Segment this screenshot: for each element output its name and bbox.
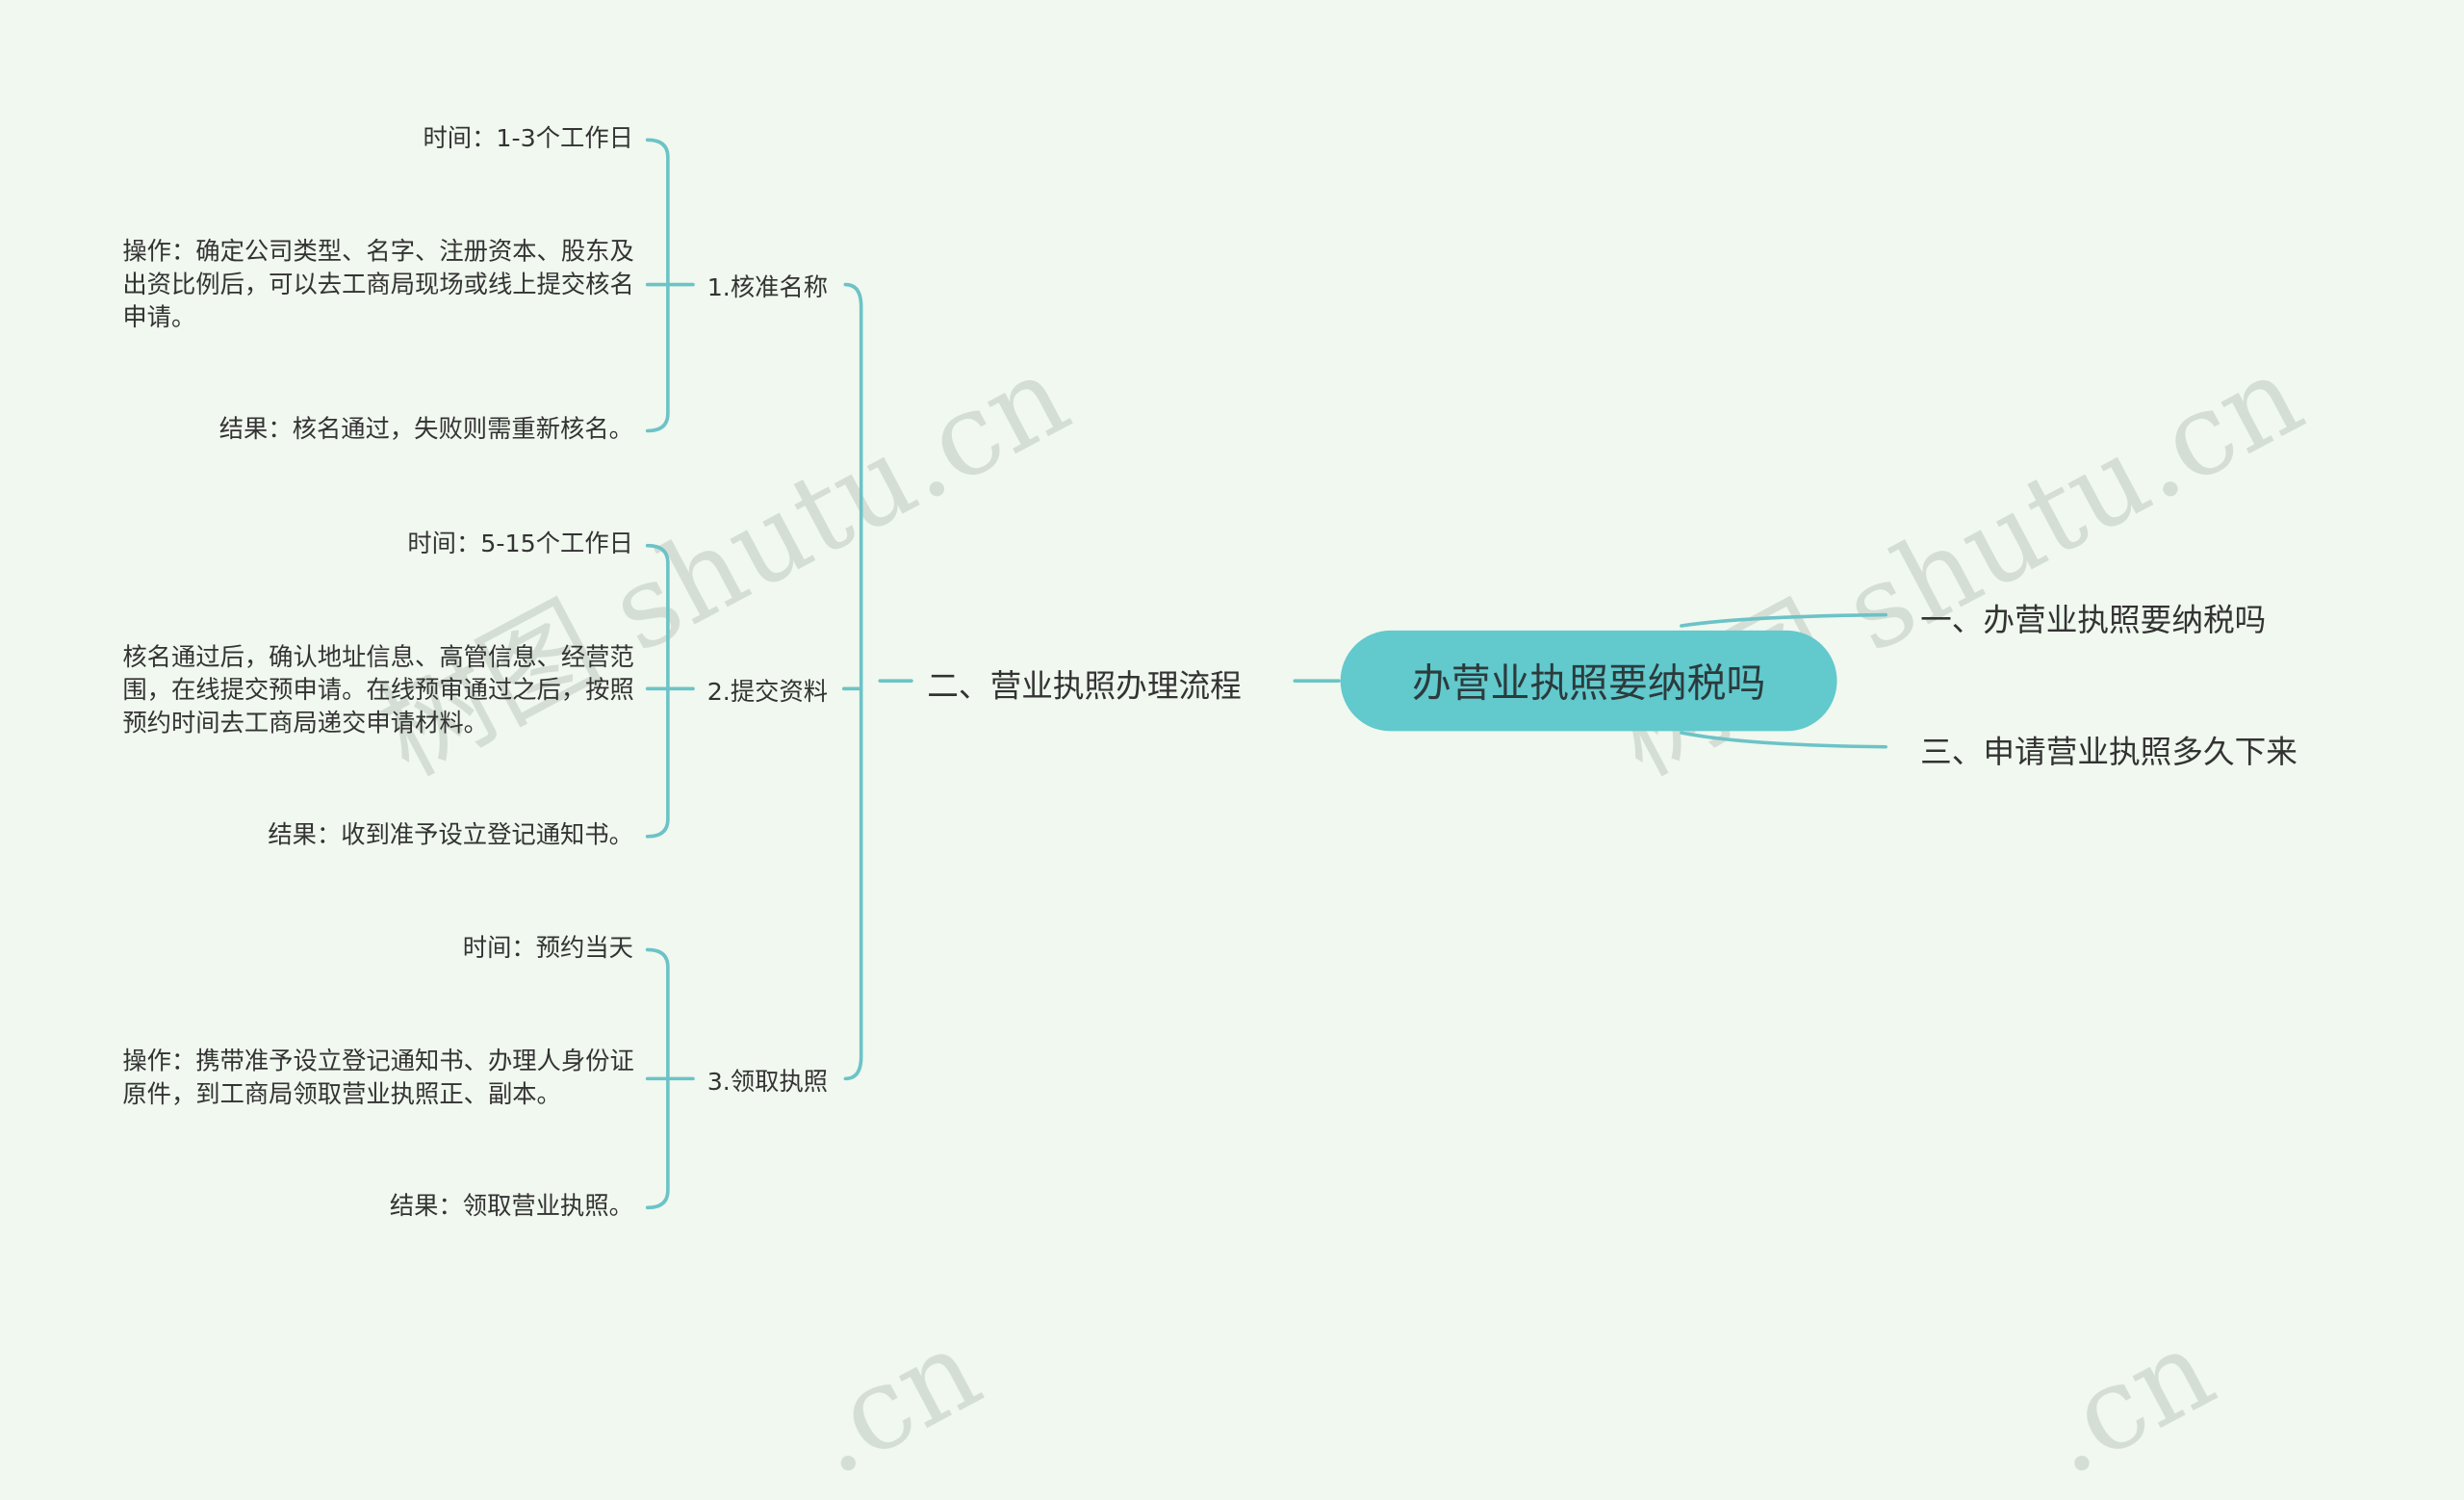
step-1-node[interactable]: 1.核准名称	[706, 273, 829, 302]
root-title: 办营业执照要纳税吗	[1411, 659, 1766, 707]
branch-right-1[interactable]: 一、办营业执照要纳税吗	[1920, 600, 2267, 639]
step-1-result: 结果：核名通过，失败则需重新核名。	[218, 415, 633, 444]
step-2-operation: 核名通过后，确认地址信息、高管信息、经营范围，在线提交预申请。在线预审通过之后，…	[122, 642, 634, 737]
bracket-step-2	[645, 543, 670, 839]
branch-right-2[interactable]: 三、申请营业执照多久下来	[1920, 733, 2297, 771]
bracket-main	[843, 282, 863, 1081]
step-2-time: 时间：5-15个工作日	[407, 530, 633, 558]
step-3-result: 结果：领取营业执照。	[389, 1191, 633, 1221]
step-3-operation: 操作：携带准予设立登记通知书、办理人身份证原件，到工商局领取营业执照正、副本。	[122, 1047, 634, 1109]
connector-right-2	[1680, 731, 1887, 749]
mind-map: 树图 shutu.cn 树图 shutu.cn .cn .cn 办营业执照要纳税…	[122, 124, 2322, 1500]
step-3-time: 时间：预约当天	[462, 934, 633, 963]
step-2-node[interactable]: 2.提交资料	[706, 677, 829, 707]
branch-left[interactable]: 二、营业执照办理流程	[927, 666, 1242, 705]
connector-lines	[645, 138, 1887, 1210]
root-node[interactable]: 办营业执照要纳税吗	[1340, 630, 1837, 732]
step-1-time: 时间：1-3个工作日	[423, 124, 633, 153]
step-1-operation: 操作：确定公司类型、名字、注册资本、股东及出资比例后，可以去工商局现场或线上提交…	[122, 237, 634, 332]
step-2-result: 结果：收到准予设立登记通知书。	[268, 820, 633, 849]
connector-right-1	[1680, 612, 1887, 628]
step-3-node[interactable]: 3.领取执照	[706, 1067, 829, 1097]
